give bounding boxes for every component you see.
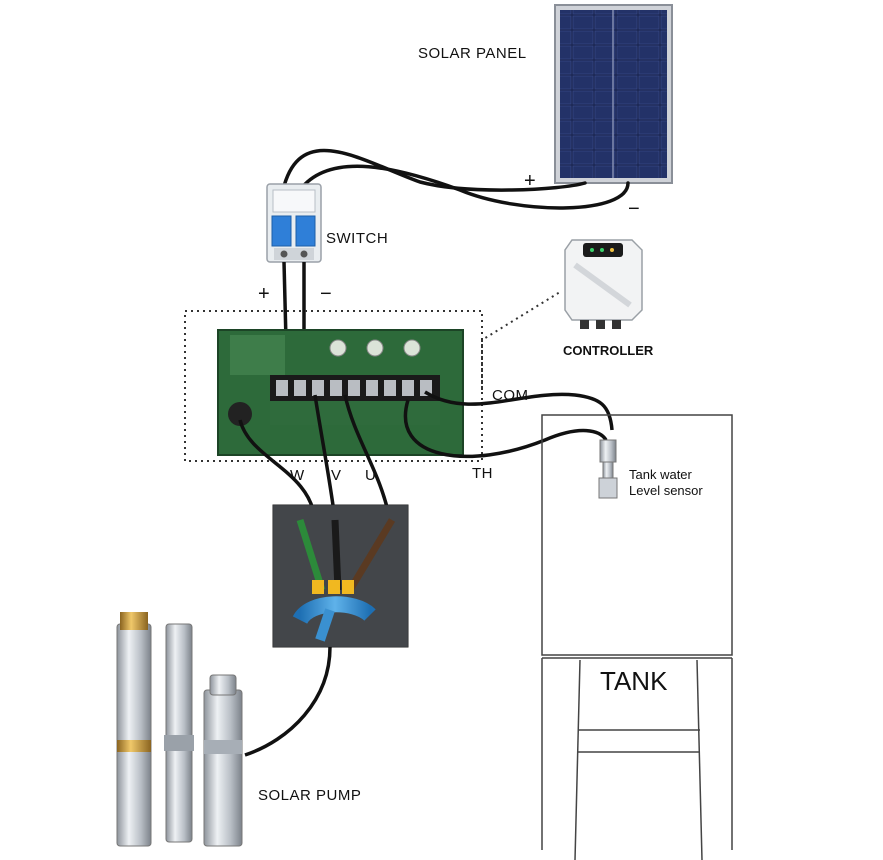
sensor-label-line1: Tank water xyxy=(629,467,693,482)
pump-cable xyxy=(244,646,332,757)
th-label: TH xyxy=(472,465,493,482)
solar-pump-label: SOLAR PUMP xyxy=(258,787,361,804)
v-label: V xyxy=(331,467,342,484)
panel-wires xyxy=(281,148,630,210)
cable-junction xyxy=(272,504,409,648)
switch-plus-label: + xyxy=(258,283,270,305)
com-label: COM xyxy=(492,387,529,404)
solar-panel xyxy=(554,4,673,184)
controller-dotted-leader xyxy=(481,291,561,390)
water-tank xyxy=(541,414,733,860)
w-label: W xyxy=(290,467,305,484)
u-label: U xyxy=(365,467,376,484)
controller xyxy=(564,239,643,329)
board-dotted-frame xyxy=(184,310,483,462)
panel-minus-label: − xyxy=(628,198,640,220)
solar-panel-label: SOLAR PANEL xyxy=(418,45,527,62)
sensor-label-line2: Level sensor xyxy=(629,483,703,498)
switch-label: SWITCH xyxy=(326,230,388,247)
solar-pumps xyxy=(116,612,243,847)
switch-minus-label: − xyxy=(320,283,332,305)
controller-label: CONTROLLER xyxy=(563,343,654,358)
control-board xyxy=(217,329,464,456)
panel-plus-label: + xyxy=(524,170,536,192)
sensor-wires xyxy=(403,390,614,459)
breaker-switch xyxy=(266,183,322,263)
tank-label: TANK xyxy=(600,666,668,696)
level-sensor xyxy=(598,439,618,499)
